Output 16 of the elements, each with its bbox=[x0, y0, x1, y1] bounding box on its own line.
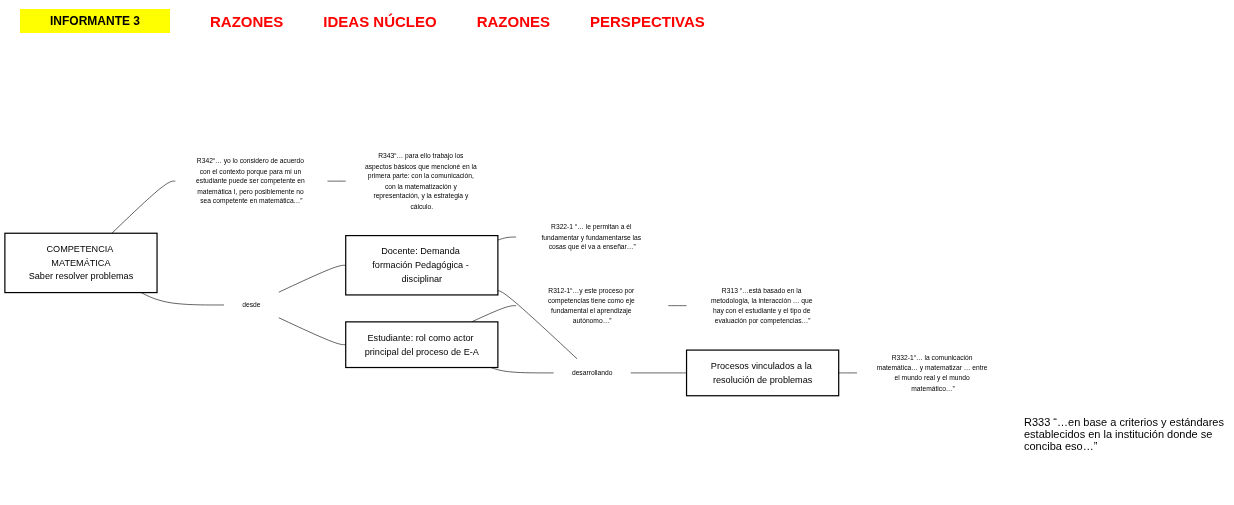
node-box: Estudiante: rol como actor principal del proceso de E-A bbox=[345, 321, 499, 369]
connector bbox=[497, 236, 517, 241]
connector bbox=[140, 292, 225, 306]
informant-tag: INFORMANTE 3 bbox=[20, 9, 170, 33]
connector bbox=[630, 372, 687, 374]
column-heading: IDEAS NÚCLEO bbox=[323, 12, 437, 30]
connector bbox=[111, 180, 176, 234]
node-box: COMPETENCIA MATEMÁTICA Saber resolver problemas bbox=[4, 232, 158, 294]
node-box: Procesos vinculados a la resolución de problemas bbox=[685, 349, 840, 397]
column-heading: PERSPECTIVAS bbox=[590, 12, 705, 30]
connector bbox=[838, 372, 858, 374]
node-box: Docente: Demanda formación Pedagógica - disciplinar bbox=[345, 235, 499, 296]
column-heading: RAZONES bbox=[476, 12, 551, 30]
quote-text: R333 “…en base a criterios y estándares establecidos en la institución donde se conciba eso…” bbox=[1023, 415, 1225, 454]
column-heading: RAZONES bbox=[210, 12, 284, 30]
connector bbox=[497, 290, 578, 360]
